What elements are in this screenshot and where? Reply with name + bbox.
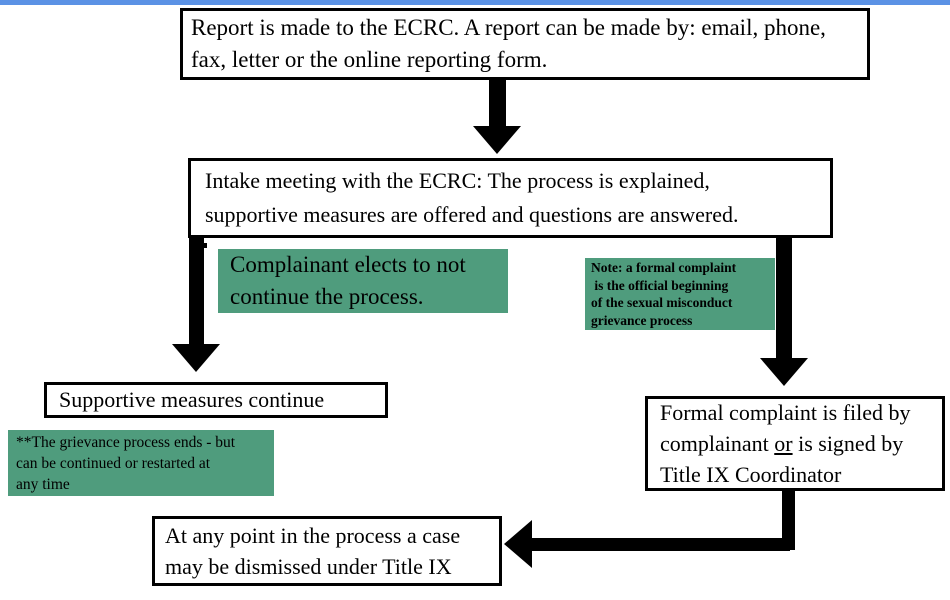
callout-note-line-2: is the official beginning: [591, 277, 729, 293]
top-accent-bar: [0, 0, 950, 5]
callout-ends-line-2: can be continued or restarted at: [16, 454, 211, 472]
callout-elects-line-2: continue the process.: [230, 284, 424, 309]
connector-report-to-intake-shaft: [489, 80, 506, 130]
connector-report-to-intake-arrowhead-icon: [473, 126, 521, 154]
node-intake-meeting[interactable]: Intake meeting with the ECRC: The proces…: [188, 158, 833, 238]
callout-elects-line-1: Complainant elects to not: [230, 252, 466, 277]
node-report-line-1: Report is made to the ECRC. A report can…: [191, 15, 826, 40]
callout-note-line-1: Note: a formal complaint: [591, 260, 737, 275]
node-formal-line-3: Title IX Coordinator: [660, 462, 842, 487]
connector-intake-to-supportive-shaft: [189, 238, 204, 350]
node-report-line-2: fax, letter or the online reporting form…: [191, 47, 548, 72]
node-formal-line-2-emphasis: or: [774, 431, 793, 456]
callout-ends-line-3: any time: [16, 475, 70, 493]
connector-formal-to-dismissed-arrowhead-icon: [504, 520, 532, 568]
callout-complainant-elects-not-to-continue: Complainant elects to not continue the p…: [218, 249, 508, 313]
node-dismissed-line-2: may be dismissed under Title IX: [165, 554, 452, 579]
node-formal-line-2-suffix: is signed by: [792, 431, 904, 456]
node-report[interactable]: Report is made to the ECRC. A report can…: [180, 8, 870, 80]
connector-intake-to-supportive-arrowhead-icon: [172, 344, 220, 372]
node-supportive-measures-continue[interactable]: Supportive measures continue: [44, 382, 388, 418]
node-formal-line-1: Formal complaint is filed by: [660, 400, 911, 425]
node-intake-line-2: supportive measures are offered and ques…: [205, 202, 739, 227]
callout-note-formal-complaint: Note: a formal complaint is the official…: [585, 258, 775, 330]
connector-intake-to-formal-shaft: [776, 238, 792, 364]
connector-intake-to-supportive-marker-dot: [202, 243, 207, 248]
node-formal-line-2-prefix: complainant: [660, 431, 775, 456]
node-case-may-be-dismissed[interactable]: At any point in the process a case may b…: [152, 516, 502, 586]
node-dismissed-line-1: At any point in the process a case: [165, 523, 461, 548]
node-formal-complaint-filed[interactable]: Formal complaint is filed by complainant…: [645, 396, 945, 491]
connector-formal-to-dismissed-vertical: [782, 491, 795, 550]
callout-ends-line-1: **The grievance process ends - but: [16, 433, 236, 451]
node-supportive-line-1: Supportive measures continue: [59, 387, 325, 412]
node-formal-line-2: complainant or is signed by: [660, 428, 942, 459]
callout-grievance-process-ends: **The grievance process ends - but can b…: [8, 430, 274, 496]
callout-note-line-3: of the sexual misconduct: [591, 295, 733, 310]
connector-intake-to-formal-arrowhead-icon: [760, 358, 808, 386]
node-intake-line-1: Intake meeting with the ECRC: The proces…: [205, 168, 710, 193]
callout-note-line-4: grievance process: [591, 312, 693, 328]
connector-formal-to-dismissed-horizontal: [532, 538, 790, 551]
